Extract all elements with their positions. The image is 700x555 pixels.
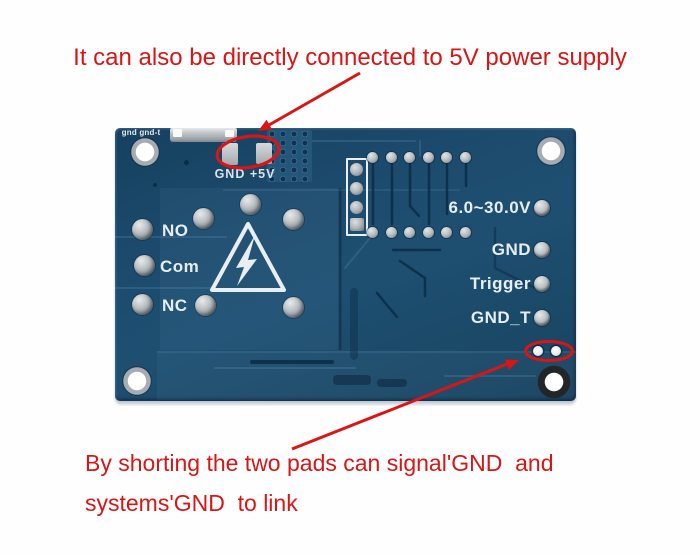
solder-pad	[423, 227, 434, 238]
header-footprint	[346, 158, 368, 236]
annotation-bottom-note-line1: By shorting the two pads can signal'GND …	[85, 450, 554, 476]
relay-solder-pad	[132, 294, 153, 315]
mounting-hole-bottom-right	[537, 365, 571, 399]
solder-pad	[404, 152, 415, 163]
usb-solder-tab	[173, 129, 182, 137]
power-pads-label: GND +5V	[214, 167, 276, 181]
jumper-pads-label: gnd gnd-t	[121, 128, 161, 137]
annotation-top-note: It can also be directly connected to 5V …	[73, 44, 627, 71]
relay-solder-pad	[283, 297, 304, 318]
relay-solder-pad	[193, 208, 214, 229]
solder-pad	[386, 152, 397, 163]
copper-traces-light	[214, 140, 536, 377]
solder-pad	[367, 227, 378, 238]
mounting-hole-top-right	[536, 136, 566, 166]
mounting-hole-bottom-left	[122, 366, 152, 396]
relay-pin-label-no: NO	[162, 221, 189, 240]
jumper-pad-right	[551, 346, 561, 356]
relay-solder-pad	[283, 209, 304, 230]
right-pin-pad-gnd-t	[534, 310, 550, 326]
highlight-ellipse-power-pads	[215, 134, 281, 170]
header-pad	[350, 163, 363, 176]
jumper-pad-left	[533, 346, 543, 356]
solder-pad	[460, 152, 471, 163]
relay-solder-pad	[195, 295, 216, 316]
solder-pad	[441, 227, 452, 238]
right-pin-pad-trigger	[534, 276, 550, 292]
faint-board-marks	[333, 375, 407, 387]
power-pad-gnd	[222, 143, 238, 165]
solder-pad	[386, 227, 397, 238]
highlight-ellipse-jumper-pads	[524, 340, 574, 362]
right-pin-pad-gnd	[534, 242, 550, 258]
header-pad	[350, 218, 364, 231]
relay-pin-label-com: Com	[160, 257, 200, 276]
board-shadow	[118, 401, 573, 406]
relay-solder-pad	[240, 194, 261, 215]
right-pin-label-gnd: GND	[491, 240, 531, 259]
solder-pad	[441, 152, 452, 163]
solder-pad	[460, 227, 471, 238]
annotation-arrow-top	[258, 71, 361, 131]
via-hole	[184, 160, 189, 165]
via-hole	[153, 183, 157, 187]
high-voltage-icon	[210, 222, 286, 292]
right-pin-pad-power	[534, 200, 550, 216]
right-pin-label-trigger: Trigger	[469, 274, 531, 293]
header-pad	[350, 201, 363, 214]
mounting-hole-top-left	[130, 137, 160, 167]
solder-pad	[423, 152, 434, 163]
header-pad	[350, 182, 363, 195]
relay-solder-pad	[134, 255, 155, 276]
usb-connector	[170, 128, 237, 142]
right-pin-label-power: 6.0~30.0V	[448, 198, 531, 217]
usb-solder-tab	[225, 130, 234, 137]
relay-pin-label-nc: NC	[162, 296, 188, 315]
pcb-board: GND +5V NO Com NC 6.0~30.0V	[115, 128, 576, 401]
power-pad-5v	[256, 143, 272, 164]
relay-solder-pad	[132, 219, 153, 240]
annotation-arrow-bottom	[291, 359, 519, 451]
copper-traces	[250, 162, 537, 364]
right-pin-label-gnd-t: GND_T	[470, 308, 531, 327]
solder-pad	[367, 152, 378, 163]
solder-pad	[404, 227, 415, 238]
annotation-bottom-note-line2: systems'GND to link	[85, 490, 298, 516]
